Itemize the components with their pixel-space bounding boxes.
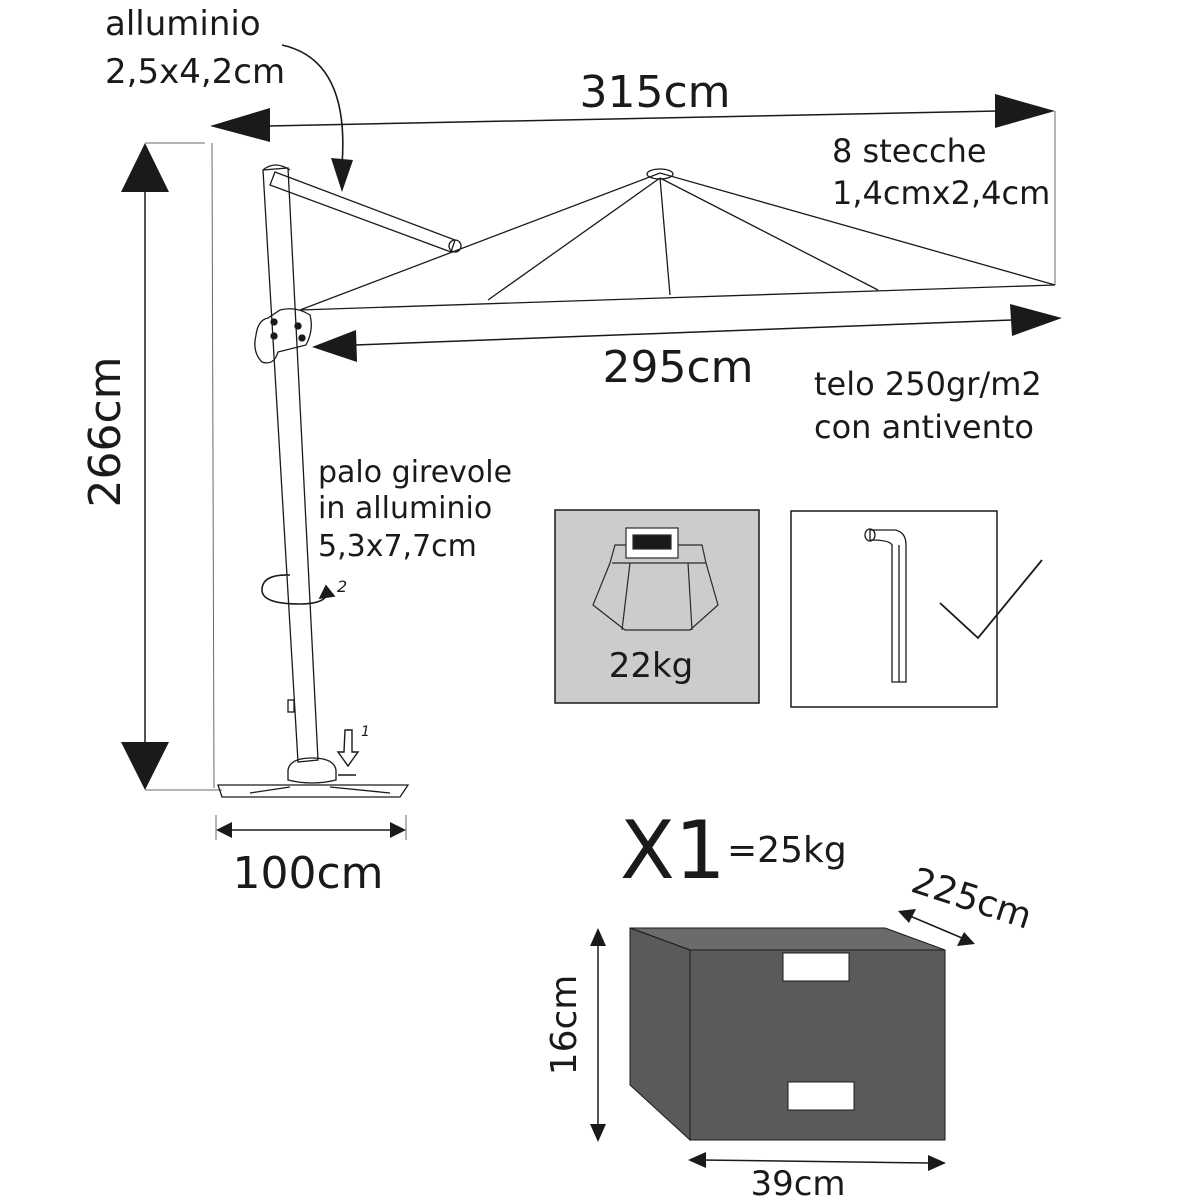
package-length-label: 225cm: [906, 860, 1036, 937]
canopy-rib: [659, 177, 671, 296]
aluminium-arm: [269, 171, 456, 253]
package-width-label: 39cm: [750, 1164, 845, 1200]
package-handle-bottom: [787, 1081, 855, 1111]
lock-step-number: 1: [361, 724, 370, 740]
canopy-outline: [299, 172, 1056, 311]
package-side-face: [629, 927, 691, 1142]
width-315-label: 315cm: [579, 67, 730, 118]
height-266-dimension: 266cm: [80, 142, 222, 791]
package-height-label: 16cm: [544, 975, 585, 1076]
package-weight-label: =25kg: [727, 830, 847, 871]
hex-key-icon: [864, 528, 907, 683]
pole-material-label: in alluminio: [318, 491, 492, 526]
hex-key-panel: [790, 510, 1043, 708]
width-295-label: 295cm: [602, 342, 753, 393]
height-266-label: 266cm: [80, 356, 131, 507]
package-height-dimension: 16cm: [544, 928, 606, 1142]
package-count-label: X1: [620, 804, 726, 897]
canopy-rib: [659, 177, 879, 291]
canopy-top-cap: [646, 168, 674, 180]
cross-base: [217, 784, 410, 798]
base-width-dimension: 100cm: [215, 815, 407, 899]
width-295-dimension: 295cm: [312, 304, 1062, 393]
pole-joint: [254, 308, 312, 364]
press-arrow-icon: [336, 729, 360, 776]
package-handle-top: [782, 952, 850, 982]
ribs-count-label: 8 stecche: [832, 132, 987, 170]
width-315-dimension: 315cm: [210, 67, 1056, 285]
arm-material-label: alluminio: [105, 4, 261, 44]
fabric-vent-label: con antivento: [814, 408, 1034, 446]
pole-size-label: 5,3x7,7cm: [318, 529, 477, 564]
pole-type-label: palo girevole: [318, 455, 512, 490]
arm-callout-arrow: [281, 44, 353, 192]
package-width-dimension: 39cm: [688, 1152, 946, 1200]
ribs-size-label: 1,4cmx2,4cm: [832, 174, 1050, 212]
checkmark-icon: [939, 559, 1043, 640]
sandbag-panel: 22kg: [554, 509, 760, 704]
package-box: [629, 927, 946, 1142]
swivel-pole: [262, 167, 319, 763]
canopy-rib: [487, 177, 661, 301]
base-width-label: 100cm: [232, 848, 383, 899]
umbrella-drawing: [217, 164, 1056, 798]
sandbag-icon: [592, 527, 719, 631]
arm-size-label: 2,5x4,2cm: [105, 52, 285, 92]
package-length-dimension: 225cm: [898, 860, 1037, 946]
sandbag-weight-label: 22kg: [609, 646, 694, 686]
base-hub: [287, 757, 337, 784]
rotate-arrow-icon: [261, 574, 336, 605]
fabric-weight-label: telo 250gr/m2: [814, 365, 1042, 403]
rotate-step-number: 2: [337, 577, 347, 596]
